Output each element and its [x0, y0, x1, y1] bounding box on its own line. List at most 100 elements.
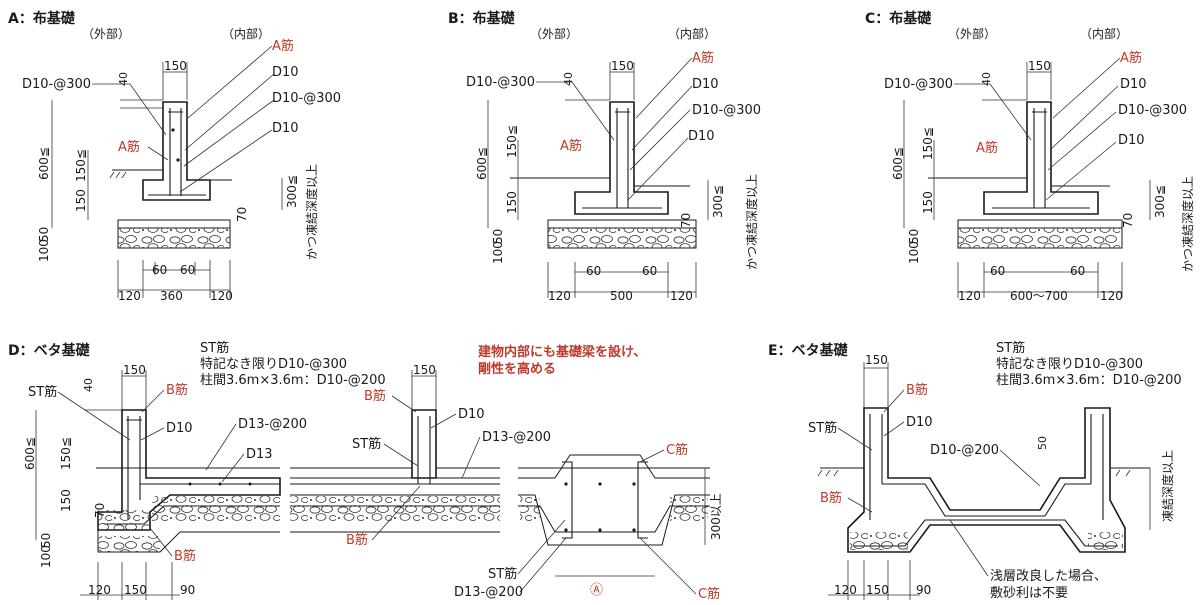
panel-d-base-h: 100: [39, 545, 53, 568]
panel-e-width-dim-3: 90: [916, 583, 931, 597]
panel-e-depth-note: 凍結深度以上: [1160, 450, 1175, 522]
panel-e-st-title: ST筋: [996, 340, 1025, 356]
panel-a-base-h: 100: [37, 239, 51, 262]
panel-a-side: 70: [235, 207, 249, 222]
panel-a-footing-h: 150: [74, 189, 88, 212]
panel-a-gravel-h: 50: [37, 227, 51, 242]
panel-d: D：ベタ基礎 ST筋 特記なき限りD10-@300 柱間3.6m×3.6m：D1…: [8, 340, 723, 602]
panel-c-outside-label: （外部）: [948, 26, 996, 41]
panel-d-d10-mid: D10: [458, 407, 485, 422]
panel-c-embed: 150≦: [921, 127, 935, 160]
panel-a-bottom-dim-2: 60: [180, 263, 195, 277]
panel-b-outside-label: （外部）: [530, 26, 578, 41]
panel-b-left-rebar: D10-@300: [466, 75, 535, 90]
panel-d-gravel-h: 50: [39, 533, 53, 548]
panel-b-rebar-d10-300-label: D10-@300: [692, 103, 761, 118]
panel-b-cover: 40: [562, 72, 575, 86]
panel-b-side: 70: [679, 213, 693, 228]
panel-d-d13-200: D13-@200: [238, 417, 307, 432]
panel-a-rebar-d10b-label: D10: [272, 121, 299, 136]
panel-b-rebar-a-label: A筋: [692, 50, 714, 66]
panel-d-b-bar-lower: B筋: [346, 532, 368, 548]
panel-a-width-dim-3: 120: [210, 289, 233, 303]
panel-c-wall-section: [983, 101, 1099, 215]
panel-d-circle-a: Ⓐ: [590, 583, 603, 598]
panel-c-width-dim-3: 120: [1100, 289, 1123, 303]
panel-c-rebar-a-label: A筋: [1120, 50, 1142, 66]
panel-a-wall-section: [142, 101, 211, 201]
panel-d-width-dim-3: 90: [180, 583, 195, 597]
panel-d-wall-width: 150: [123, 363, 146, 377]
panel-c-rebar-d10-label: D10: [1120, 77, 1147, 92]
panel-d-embed: 150≦: [59, 437, 73, 470]
panel-d-d13-200-mid: D13-@200: [482, 430, 551, 445]
panel-e-section: [847, 407, 1126, 553]
panel-d-d13: D13: [246, 447, 273, 462]
panel-c-left-rebar: D10-@300: [884, 77, 953, 92]
panel-b-bottom-dim-2: 60: [642, 264, 657, 278]
panel-e-width-dim-2: 150: [866, 583, 889, 597]
panel-d-d13-200-beam: D13-@200: [454, 585, 523, 600]
panel-c-bottom-dim-1: 60: [990, 264, 1005, 278]
panel-d-c-bar-top: C筋: [666, 442, 688, 458]
panel-c-side: 70: [1121, 213, 1135, 228]
panel-d-b-bar-top: B筋: [166, 382, 188, 398]
panel-a-rebar-a-label: A筋: [272, 38, 294, 54]
panel-a-width-dim-1: 120: [118, 289, 141, 303]
panel-b-rebar-d10b-label: D10: [688, 129, 715, 144]
panel-c-depth-note: かつ凍結深度以上: [1180, 176, 1195, 272]
panel-b-gravel-h: 50: [491, 229, 505, 244]
panel-d-st-title: ST筋: [200, 340, 229, 356]
panel-e-wall-width: 150: [865, 353, 888, 367]
panel-e-note-1: 浅層改良した場合、: [990, 568, 1107, 584]
panel-e-st-note-2: 柱間3.6m×3.6m：D10-@200: [996, 373, 1182, 388]
panel-c-cover: 40: [980, 72, 993, 86]
panel-c-bottom-dim-2: 60: [1070, 264, 1085, 278]
panel-a-embed: 150≦: [74, 149, 88, 182]
panel-b-width-dim-1: 120: [548, 289, 571, 303]
panel-b-title: B：布基礎: [448, 10, 516, 27]
panel-a-gravel: [117, 227, 231, 249]
panel-b-wall-section: [574, 101, 669, 215]
panel-e-b-bar-bottom: B筋: [820, 490, 842, 506]
panel-e-st: ST筋: [808, 420, 837, 436]
panel-e-d10-200: D10-@200: [930, 443, 999, 458]
panel-b-wall-width: 150: [611, 59, 634, 73]
panel-e-d10: D10: [906, 415, 933, 430]
panel-c-width-dim-1: 120: [958, 289, 981, 303]
panel-d-st-mid: ST筋: [352, 436, 381, 452]
panel-c-gravel-h: 50: [907, 229, 921, 244]
panel-a-base-slab: [117, 219, 231, 229]
panel-d-height-total: 600≦: [23, 437, 37, 470]
panel-d-depth: 300以上: [709, 493, 723, 540]
panel-b-rebar-d10-label: D10: [692, 77, 719, 92]
panel-d-st-note-2: 柱間3.6m×3.6m：D10-@200: [200, 373, 386, 388]
panel-b-embed: 150≦: [505, 125, 519, 158]
panel-c-base-slab: [957, 219, 1123, 229]
panel-a-rebar-d10-label: D10: [272, 65, 299, 80]
panel-b-a-bar-left: A筋: [560, 138, 582, 154]
panel-d-h150: 150: [59, 489, 73, 512]
panel-a-title: A：布基礎: [8, 10, 76, 27]
panel-d-h70: 70: [93, 503, 107, 518]
panel-c-wall-width: 150: [1028, 59, 1051, 73]
panel-d-d10: D10: [166, 421, 193, 436]
panel-e-b-bar-top: B筋: [906, 382, 928, 398]
panel-c-depth: 300≦: [1153, 185, 1167, 218]
panel-b-depth-note: かつ凍結深度以上: [744, 174, 759, 270]
panel-e-cover: 50: [1036, 436, 1049, 450]
panel-b-base-h: 100: [491, 241, 505, 264]
panel-d-highlight-1: 建物内部にも基礎梁を設け、: [478, 344, 646, 360]
panel-d-st-label: ST筋: [28, 384, 57, 400]
panel-a-depth: 300≦: [285, 175, 299, 208]
panel-a-bottom-dim-1: 60: [152, 263, 167, 277]
panel-a-width-dim-2: 360: [160, 289, 183, 303]
panel-b-gravel: [547, 227, 697, 249]
panel-d-b-bar-bottom: B筋: [174, 548, 196, 564]
panel-d-width-dim-2: 150: [124, 583, 147, 597]
panel-d-b-bar-mid: B筋: [364, 388, 386, 404]
panel-d-c-bar-bottom: C筋: [698, 586, 720, 602]
panel-d-cover: 40: [82, 378, 95, 392]
panel-a-outside-label: （外部）: [82, 26, 130, 41]
